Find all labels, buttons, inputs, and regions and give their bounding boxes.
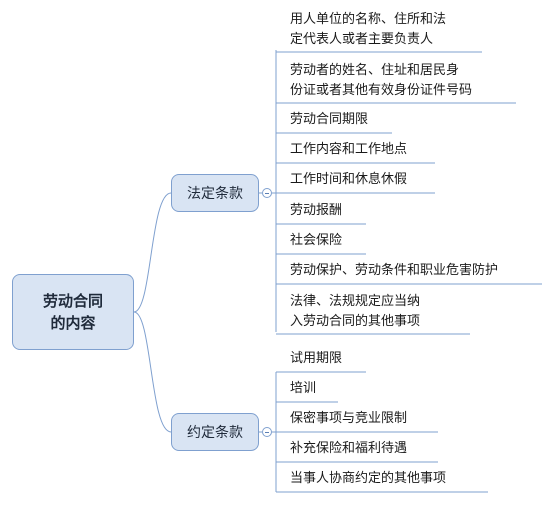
leaf-item[interactable]: 工作时间和休息休假	[290, 172, 408, 187]
leaf-item[interactable]: 培训	[290, 381, 317, 396]
connector-root-branch2	[133, 311, 172, 433]
leaf-item[interactable]: 保密事项与竞业限制	[290, 411, 408, 426]
leaf-item[interactable]: 工作内容和工作地点	[290, 142, 408, 157]
branch-agreed-clauses[interactable]: 约定条款	[171, 413, 259, 451]
root-node[interactable]: 劳动合同 的内容	[12, 274, 134, 350]
leaf-item[interactable]: 劳动报酬	[290, 203, 343, 218]
leaf-item[interactable]: 社会保险	[290, 233, 343, 248]
collapse-icon[interactable]	[262, 427, 272, 437]
leaf-item[interactable]: 补充保险和福利待遇	[290, 441, 408, 456]
leaf-item[interactable]: 劳动合同期限	[290, 112, 369, 127]
leaf-item[interactable]: 劳动者的姓名、住址和居民身 份证或者其他有效身份证件号码	[290, 63, 473, 98]
leaf-item[interactable]: 法律、法规规定应当纳 入劳动合同的其他事项	[290, 294, 421, 329]
leaf-item[interactable]: 用人单位的名称、住所和法 定代表人或者主要负责人	[290, 12, 447, 47]
leaf-item[interactable]: 试用期限	[290, 351, 343, 366]
connector-root-branch1	[133, 192, 172, 313]
branch-statutory-clauses[interactable]: 法定条款	[171, 174, 259, 212]
collapse-icon[interactable]	[262, 188, 272, 198]
leaf-item[interactable]: 劳动保护、劳动条件和职业危害防护	[290, 263, 499, 278]
leaf-item[interactable]: 当事人协商约定的其他事项	[290, 471, 447, 486]
